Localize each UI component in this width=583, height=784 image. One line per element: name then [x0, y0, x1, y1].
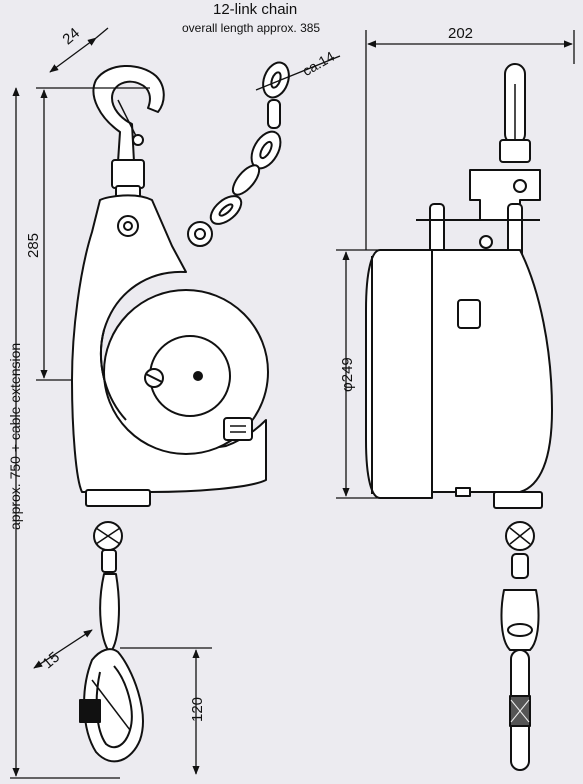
chain-label: 12-link chain — [213, 1, 298, 18]
chain — [209, 61, 290, 225]
side-drum — [365, 249, 433, 499]
overall-width-label: 202 — [448, 25, 474, 42]
cable-exit — [85, 489, 151, 507]
cable-length-label: approx. 750 + cable extension — [7, 342, 23, 530]
snap-hook — [79, 573, 144, 763]
lower-swivel — [93, 521, 123, 573]
top-hook — [92, 64, 165, 199]
lock-button — [223, 417, 253, 441]
body-height-label: 285 — [25, 232, 42, 258]
front-view — [71, 64, 269, 763]
chain-length-note: overall length approx. 385 — [182, 21, 321, 35]
drum-diameter-label: φ249 — [339, 357, 356, 392]
side-view — [365, 63, 553, 771]
snap-hook-height-label: 120 — [189, 696, 206, 722]
dimension-lines — [10, 27, 575, 779]
side-hook-swivel — [500, 589, 540, 651]
